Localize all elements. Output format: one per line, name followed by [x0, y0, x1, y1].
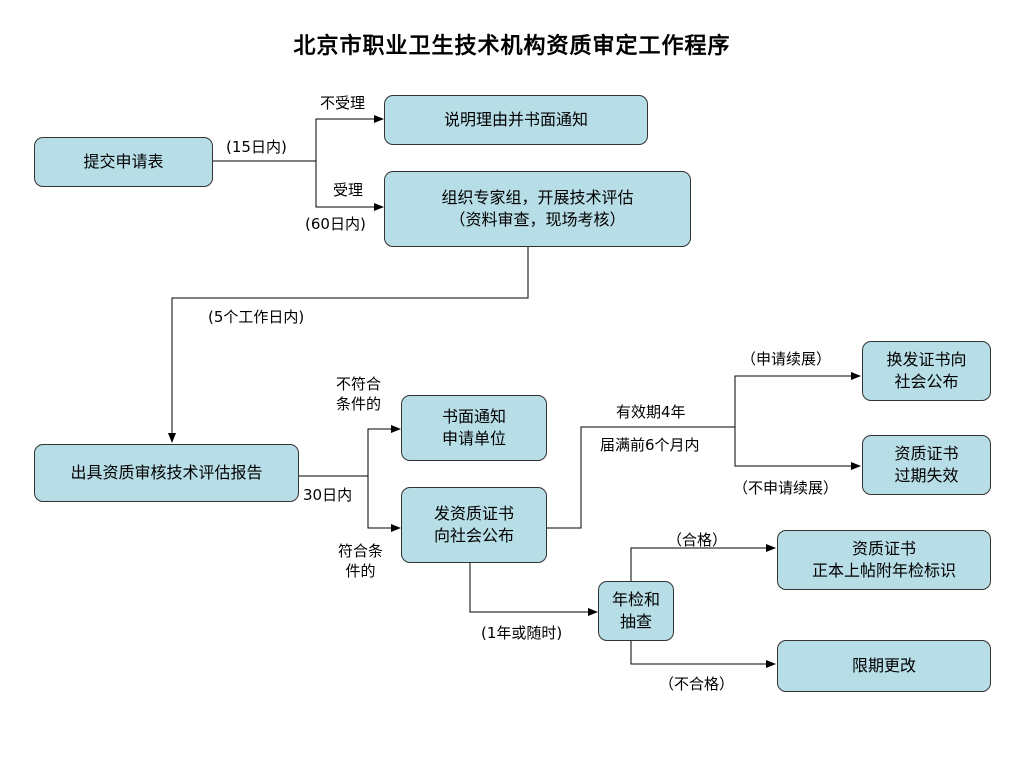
connector-qualified: [367, 476, 401, 532]
label-15-days: (15日内): [226, 138, 287, 156]
label-30-days: 30日内: [303, 486, 353, 504]
label-accept: 受理: [333, 181, 364, 199]
written-notice-box: 书面通知 申请单位: [401, 395, 547, 461]
label-before-expiry: 届满前6个月内: [600, 436, 700, 454]
box-label: 出具资质审核技术评估报告: [70, 463, 263, 482]
box-line-1: 组织专家组，开展技术评估: [441, 188, 634, 207]
annual-check-box: 年检和 抽查: [598, 581, 674, 641]
connector-issue-check: [469, 562, 598, 616]
evaluation-report-box: 出具资质审核技术评估报告: [34, 444, 299, 502]
label-yearly: (1年或随时): [481, 624, 563, 642]
label-line-1: 不符合: [336, 375, 382, 393]
label-validity: 有效期4年: [616, 403, 686, 421]
box-line-2: 申请单位: [441, 429, 506, 448]
label-line-2: 条件的: [336, 395, 382, 413]
connector-accept: [315, 161, 384, 211]
reject-notice-box: 说明理由并书面通知: [384, 95, 648, 145]
certificate-expired-box: 资质证书 过期失效: [862, 435, 991, 495]
box-line-2: 向社会公布: [433, 526, 514, 545]
box-line-2: 社会公布: [894, 372, 959, 391]
label-apply-renew: （申请续展）: [741, 350, 832, 368]
connector-evaluate-report: [168, 247, 529, 443]
page-title: 北京市职业卫生技术机构资质审定工作程序: [293, 34, 731, 59]
label-60-days: (60日内): [305, 215, 366, 233]
box-line-2: 正本上帖附年检标识: [811, 561, 956, 580]
label-pass: （合格）: [667, 531, 728, 549]
label-not-accept: 不受理: [320, 94, 366, 112]
expert-evaluation-box: 组织专家组，开展技术评估 （资料审查，现场考核）: [384, 171, 691, 247]
connector-not-qualified: [367, 425, 401, 476]
box-line-2: （资料审查，现场考核）: [449, 210, 626, 229]
connector-renew: [734, 372, 861, 427]
box-line-2: 过期失效: [894, 466, 959, 485]
label-no-renew: （不申请续展）: [733, 479, 839, 497]
label-qualified: 符合条 件的: [338, 541, 383, 581]
rectify-box: 限期更改: [777, 640, 991, 692]
label-line-1: 符合条: [338, 542, 384, 560]
connector-reject: [315, 115, 384, 161]
submit-application-box: 提交申请表: [34, 137, 213, 187]
issue-certificate-box: 发资质证书 向社会公布: [401, 487, 547, 563]
box-line-2: 抽查: [619, 612, 652, 631]
box-line-1: 资质证书: [894, 444, 959, 463]
box-label: 说明理由并书面通知: [443, 110, 588, 129]
annual-mark-box: 资质证书 正本上帖附年检标识: [777, 530, 991, 590]
box-line-1: 资质证书: [851, 539, 916, 558]
label-5-workdays: (5个工作日内): [208, 308, 305, 326]
box-line-1: 换发证书向: [886, 350, 967, 369]
label-line-2: 件的: [345, 562, 376, 580]
box-label: 提交申请表: [83, 152, 164, 171]
box-line-1: 发资质证书: [433, 504, 514, 523]
connector-expire: [734, 427, 861, 470]
box-line-1: 年检和: [611, 590, 660, 609]
label-not-qualified: 不符合 条件的: [336, 374, 381, 414]
box-label: 限期更改: [851, 656, 916, 675]
box-line-1: 书面通知: [441, 407, 506, 426]
connector-issue-validity: [547, 426, 735, 529]
label-fail: （不合格）: [659, 675, 735, 693]
renew-certificate-box: 换发证书向 社会公布: [862, 341, 991, 401]
